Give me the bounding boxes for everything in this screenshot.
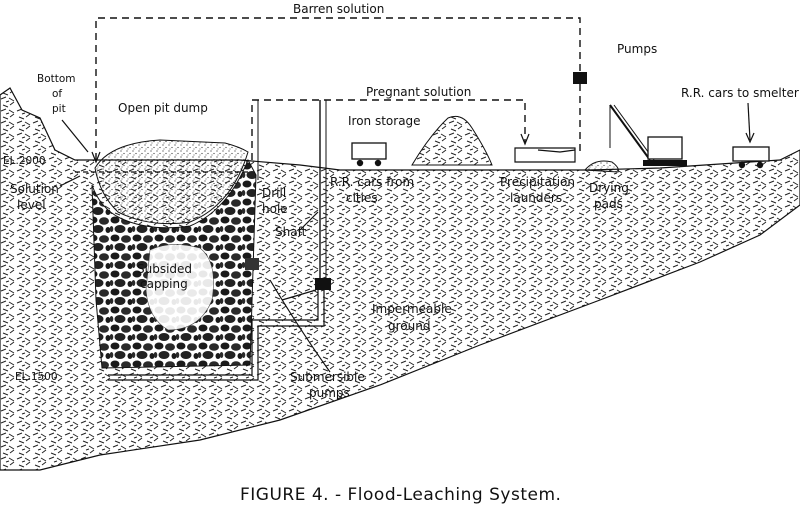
label-drill-hole-2: hole — [262, 202, 288, 216]
label-drying-pads-1: Drying — [589, 181, 629, 195]
label-precipitation-launders-2: launders — [510, 191, 562, 205]
label-rr-cars-from-cities-1: R.R. cars from — [330, 175, 414, 189]
label-bottom-of-pit-2: of — [52, 88, 62, 100]
crane — [609, 104, 687, 166]
open-pit-dump — [94, 139, 249, 225]
label-el-1500: EL.1500 — [15, 371, 58, 383]
label-submersible-pumps-1: Submersible — [290, 370, 365, 384]
label-drying-pads-2: pads — [594, 197, 623, 211]
label-impermeable-ground-2: ground — [388, 319, 430, 333]
figure-caption: FIGURE 4. - Flood-Leaching System. — [240, 485, 561, 505]
label-bottom-of-pit-3: pit — [52, 103, 66, 115]
label-pumps: Pumps — [617, 42, 657, 56]
submersible-leader-1 — [269, 279, 331, 373]
barren-solution-pipe — [95, 17, 581, 160]
launders-steps — [537, 149, 576, 153]
label-submersible-pumps-2: pumps — [309, 386, 350, 400]
pumps-block — [573, 72, 587, 84]
rr-car-to-smelter — [732, 146, 770, 169]
barren-down-arrow — [91, 151, 101, 164]
drying-pads-pile — [583, 160, 619, 173]
label-pregnant-solution: Pregnant solution — [366, 85, 471, 99]
submersible-leader-2 — [281, 289, 317, 301]
label-barren-solution: Barren solution — [293, 2, 384, 16]
pregnant-solution-pipe — [251, 99, 526, 160]
label-solution-level-2: level — [17, 198, 46, 212]
smelter-arrow — [747, 102, 751, 141]
shaft-leader — [299, 211, 319, 231]
bottom-conduit-inner — [108, 282, 325, 381]
pregnant-arrow — [520, 133, 530, 146]
solution-level-leader — [59, 175, 81, 187]
bottom-of-pit-leader — [61, 119, 89, 153]
label-shaft: Shaft — [275, 225, 307, 239]
iron-storage-pile — [411, 115, 493, 166]
label-subsided-capping-1: Subsided — [137, 262, 192, 276]
label-iron-storage: Iron storage — [348, 114, 421, 128]
bottom-conduit — [108, 282, 319, 376]
label-precipitation-launders-1: Precipitation — [500, 175, 575, 189]
submersible-pump-left — [245, 258, 259, 270]
label-el-2000: EL.2000 — [3, 155, 46, 167]
label-rr-cars-from-cities-2: cities — [346, 191, 378, 205]
label-drill-hole-1: Drill — [262, 186, 286, 200]
label-solution-level-1: Solution — [10, 182, 59, 196]
label-impermeable-ground-1: Impermeable — [372, 302, 452, 316]
label-subsided-capping-2: capping — [140, 277, 188, 291]
label-open-pit-dump: Open pit dump — [118, 101, 208, 115]
label-bottom-of-pit-1: Bottom — [37, 73, 76, 85]
rr-car-from-cities — [351, 142, 387, 167]
submersible-pump-right — [315, 278, 331, 290]
label-rr-cars-to-smelter: R.R. cars to smelter — [681, 86, 799, 100]
capping-inner-zone — [145, 244, 214, 331]
